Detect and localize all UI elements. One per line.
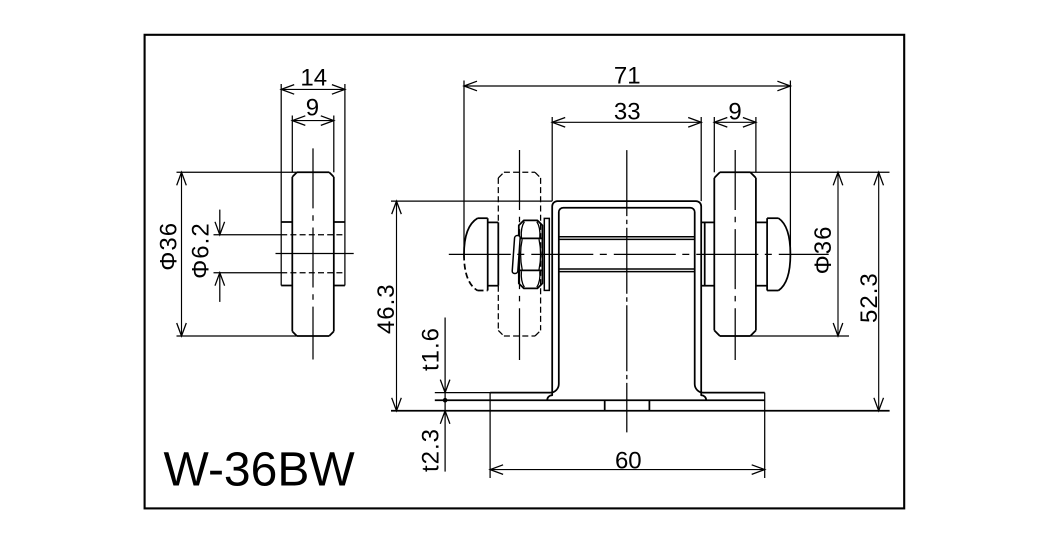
svg-text:52.3: 52.3	[856, 272, 883, 323]
svg-text:33: 33	[614, 99, 641, 126]
svg-text:Φ6.2: Φ6.2	[188, 222, 215, 279]
svg-text:14: 14	[300, 65, 327, 92]
svg-text:9: 9	[306, 94, 319, 121]
svg-text:t1.6: t1.6	[417, 327, 444, 371]
svg-text:60: 60	[615, 448, 642, 475]
svg-text:71: 71	[614, 63, 641, 90]
svg-text:9: 9	[728, 99, 741, 126]
svg-text:W-36BW: W-36BW	[164, 443, 356, 496]
svg-text:46.3: 46.3	[373, 283, 400, 334]
svg-text:Φ36: Φ36	[155, 222, 182, 271]
svg-text:Φ36: Φ36	[810, 226, 837, 275]
svg-text:t2.3: t2.3	[417, 428, 444, 472]
